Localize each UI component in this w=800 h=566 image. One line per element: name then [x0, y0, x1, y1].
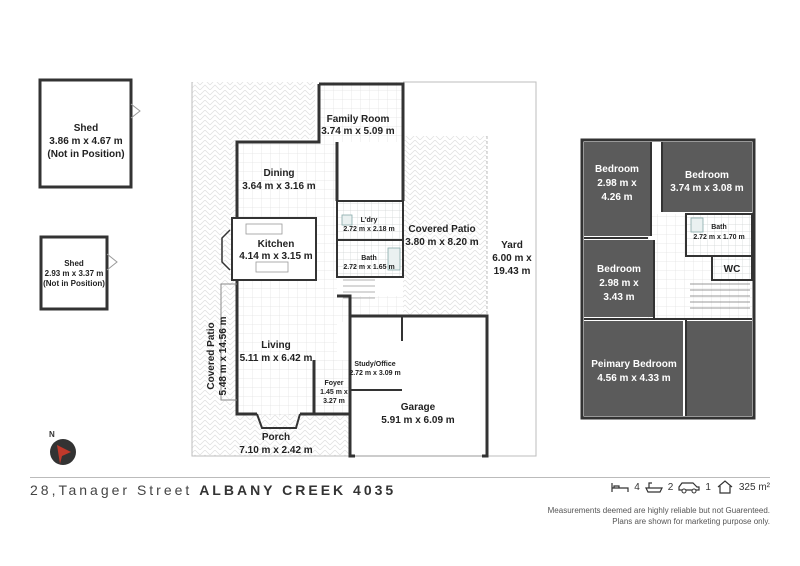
house-area-icon — [717, 480, 733, 494]
side-patio-name: Covered Patio — [206, 322, 217, 389]
foyer-name: Foyer — [324, 380, 343, 387]
foyer-dims-2: 3.27 m — [323, 398, 345, 405]
property-address: 28,Tanager Street ALBANY CREEK 4035 — [30, 482, 396, 498]
primary-bedroom — [584, 321, 683, 416]
porch-dims: 7.10 m x 2.42 m — [239, 445, 312, 456]
bath-ground-dims: 2.72 m x 1.65 m — [343, 264, 394, 271]
side-patio-dims: 5.48 m x 14.56 m — [218, 316, 229, 395]
covered-patio-area — [403, 136, 487, 316]
rear-patio-area — [192, 82, 315, 139]
bedroom-3-dims-1: 2.98 m x — [599, 278, 639, 289]
car-icon — [678, 482, 700, 494]
garage-dims: 5.91 m x 6.09 m — [381, 415, 454, 426]
bath-icon — [644, 482, 663, 493]
bedroom-1 — [584, 142, 651, 236]
compass-icon: N — [49, 430, 76, 465]
side-patio-area — [192, 139, 237, 456]
baths-count: 2 — [667, 481, 674, 493]
bedroom-1-dims-1: 2.98 m x — [597, 178, 637, 189]
shed-large-dims: 3.86 m x 4.67 m — [49, 136, 122, 147]
covered-patio-dims: 3.80 m x 8.20 m — [405, 237, 478, 248]
wc-name: WC — [724, 264, 741, 275]
primary-bedroom-dims: 4.56 m x 4.33 m — [597, 373, 670, 384]
bedroom-1-name: Bedroom — [595, 164, 639, 175]
porch-name: Porch — [262, 432, 290, 443]
primary-bedroom-name: Peimary Bedroom — [591, 359, 677, 370]
wc-room — [711, 255, 753, 281]
suburb: ALBANY CREEK 4035 — [199, 482, 397, 498]
laundry-name: L'dry — [361, 217, 378, 224]
shed-small-note: (Not in Position) — [43, 279, 105, 288]
footer-divider — [30, 477, 770, 478]
beds-count: 4 — [634, 481, 640, 493]
shed-small-dims: 2.93 m x 3.37 m — [45, 269, 104, 278]
kitchen-name: Kitchen — [258, 239, 295, 250]
bedroom-3 — [584, 240, 654, 317]
bath-ground-name: Bath — [361, 255, 377, 262]
living-dims: 5.11 m x 6.42 m — [240, 353, 313, 364]
disclaimer: Measurements deemed are highly reliable … — [548, 505, 770, 527]
bath-upper-dims: 2.72 m x 1.70 m — [693, 234, 744, 241]
family-room-name: Family Room — [327, 114, 390, 125]
shed-large-name: Shed — [74, 123, 98, 134]
street-address: 28,Tanager Street — [30, 482, 193, 498]
footer: 28,Tanager Street ALBANY CREEK 4035 4 2 … — [0, 472, 800, 566]
bedroom-3-name: Bedroom — [597, 264, 641, 275]
dining-name: Dining — [263, 168, 294, 179]
cars-count: 1 — [705, 481, 711, 493]
land-area: 325 m² — [738, 481, 770, 493]
yard-name: Yard — [501, 240, 523, 251]
bedroom-1-dims-2: 4.26 m — [601, 192, 632, 203]
study-dims: 2.72 m x 3.09 m — [349, 370, 400, 377]
property-stats: 4 2 1 325 m² — [611, 480, 770, 494]
primary-ensuite-area — [686, 321, 752, 416]
disclaimer-line-2: Plans are shown for marketing purpose on… — [612, 517, 770, 526]
disclaimer-line-1: Measurements deemed are highly reliable … — [547, 506, 770, 515]
shed-small: Shed 2.93 m x 3.37 m (Not in Position) — [39, 235, 118, 311]
floor-plan: Shed 3.86 m x 4.67 m (Not in Position) S… — [38, 78, 756, 465]
living-name: Living — [261, 340, 290, 351]
study-name: Study/Office — [354, 361, 395, 368]
garage-name: Garage — [401, 402, 436, 413]
dining-dims: 3.64 m x 3.16 m — [242, 181, 315, 192]
yard-dims-2: 19.43 m — [494, 266, 531, 277]
bedroom-2-name: Bedroom — [685, 170, 729, 181]
yard-dims-1: 6.00 m x — [492, 253, 532, 264]
compass-letter: N — [49, 430, 55, 439]
laundry-dims: 2.72 m x 2.18 m — [343, 226, 394, 233]
shed-small-name: Shed — [64, 259, 84, 268]
kitchen-dims: 4.14 m x 3.15 m — [239, 251, 312, 262]
foyer-dims-1: 1.45 m x — [320, 389, 348, 396]
bedroom-2-dims: 3.74 m x 3.08 m — [670, 183, 743, 194]
bath-upper-name: Bath — [711, 224, 727, 231]
porch-area — [237, 414, 351, 456]
family-room-dims: 3.74 m x 5.09 m — [321, 126, 394, 137]
bedroom-2 — [662, 142, 752, 212]
shed-large: Shed 3.86 m x 4.67 m (Not in Position) — [38, 78, 141, 189]
bedroom-3-dims-2: 3.43 m — [603, 292, 634, 303]
covered-patio-name: Covered Patio — [408, 224, 475, 235]
shed-large-note: (Not in Position) — [47, 149, 124, 160]
bed-icon — [611, 483, 629, 492]
